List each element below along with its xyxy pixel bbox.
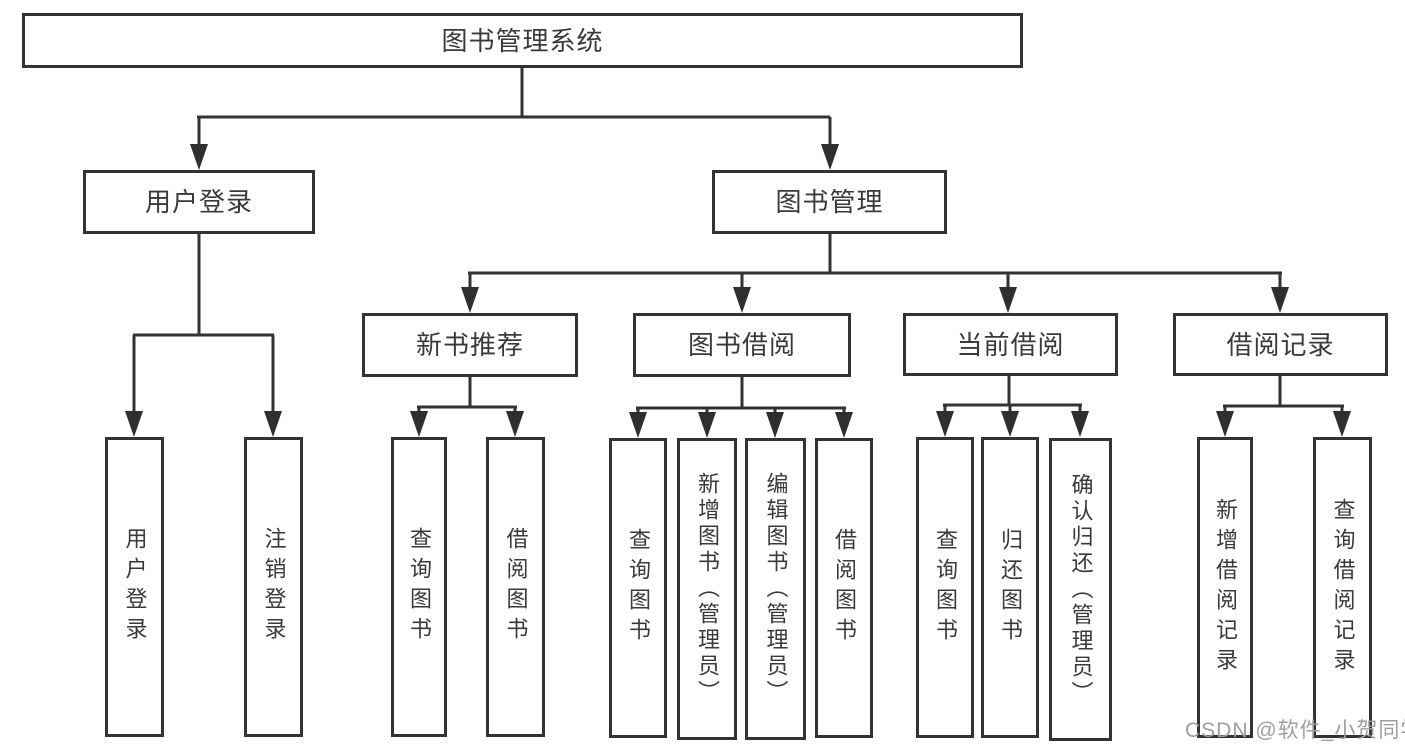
node-current-borrowing: 当前借阅 <box>903 313 1118 376</box>
leaf-borrow-books: 借阅图书 <box>815 438 873 738</box>
leaf-query-books-recommend: 查询图书 <box>391 437 447 737</box>
leaf-add-books-admin: 新增图书（管理员） <box>677 438 737 740</box>
leaf-logout: 注销登录 <box>244 437 303 737</box>
connector-current-borrowing-children <box>936 376 1089 437</box>
connector-root-to-level2 <box>190 68 839 170</box>
node-library-system: 图书管理系统 <box>22 13 1023 68</box>
connector-borrowing-records-children <box>1216 376 1351 437</box>
watermark-text: CSDN @软件_小贺同学 <box>1185 719 1405 742</box>
leaf-query-books-current: 查询图书 <box>916 437 974 738</box>
node-user-login: 用户登录 <box>83 170 315 234</box>
node-book-management: 图书管理 <box>712 170 947 234</box>
connector-book-borrowing-children <box>629 377 853 438</box>
leaf-user-login: 用户登录 <box>105 437 164 737</box>
leaf-add-borrow-record: 新增借阅记录 <box>1197 437 1253 738</box>
connector-new-book-recommend-children <box>410 377 524 437</box>
connector-user-login-children <box>125 234 282 437</box>
leaf-confirm-return-admin: 确认归还（管理员） <box>1049 438 1112 741</box>
leaf-borrow-books-recommend: 借阅图书 <box>486 437 545 737</box>
leaf-return-books: 归还图书 <box>981 437 1039 738</box>
node-borrowing-records: 借阅记录 <box>1173 313 1388 376</box>
leaf-edit-books-admin: 编辑图书（管理员） <box>745 438 806 740</box>
connector-book-management-children <box>461 234 1289 313</box>
node-new-book-recommend: 新书推荐 <box>362 313 578 377</box>
node-book-borrowing: 图书借阅 <box>633 313 851 377</box>
leaf-query-books-borrowing: 查询图书 <box>609 438 667 738</box>
leaf-query-borrow-record: 查询借阅记录 <box>1313 437 1372 738</box>
